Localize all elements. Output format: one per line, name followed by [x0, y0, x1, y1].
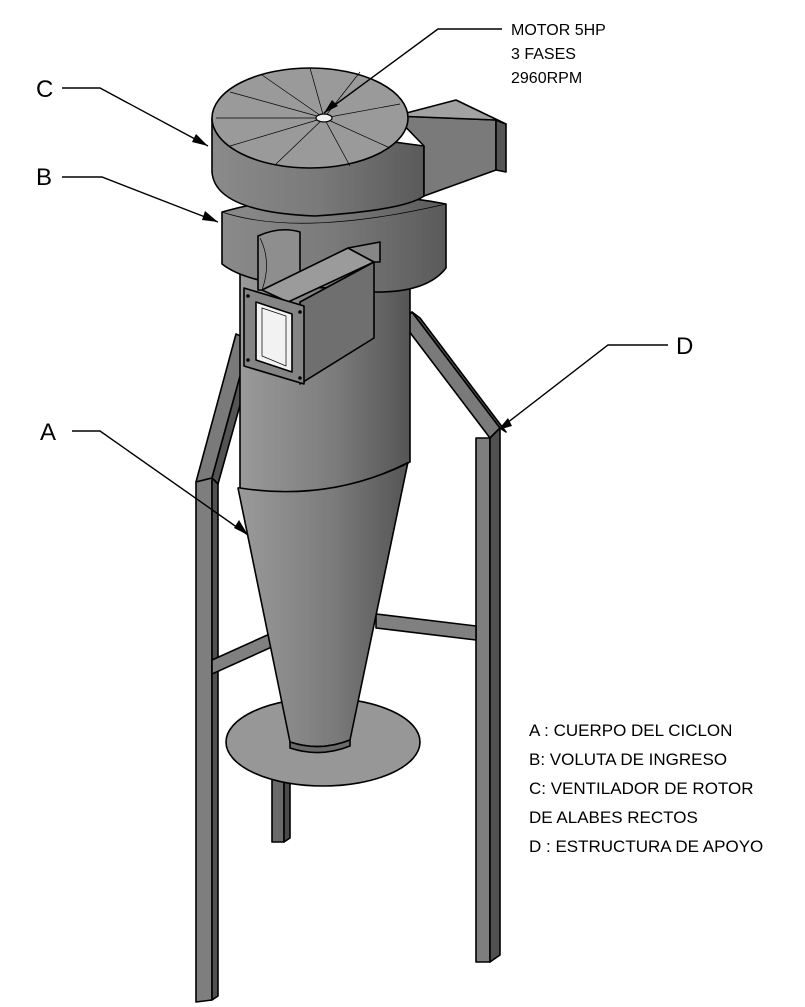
legend-item-c: C: VENTILADOR DE ROTOR	[529, 779, 754, 798]
leader-arrowheads	[192, 100, 512, 535]
fan-housing	[211, 67, 507, 217]
legend-item-d: D : ESTRUCTURA DE APOYO	[529, 837, 763, 856]
motor-note-line-2: 3 FASES	[511, 46, 576, 63]
inlet-volute	[221, 193, 447, 385]
legend-item-a: A : CUERPO DEL CICLON	[529, 721, 732, 740]
motor-note-line-1: MOTOR 5HP	[511, 22, 606, 39]
fan-top-divisions	[216, 67, 401, 167]
motor-note-line-3: 2960RPM	[511, 70, 582, 87]
legend-item-b: B: VOLUTA DE INGRESO	[529, 750, 727, 769]
callout-c: C	[36, 76, 53, 103]
support-structure	[195, 311, 507, 1003]
callout-d: D	[676, 333, 693, 360]
legend-item-c-cont: DE ALABES RECTOS	[529, 808, 698, 827]
leader-lines	[62, 28, 668, 536]
callout-b: B	[36, 164, 52, 191]
callout-a: A	[40, 419, 56, 446]
